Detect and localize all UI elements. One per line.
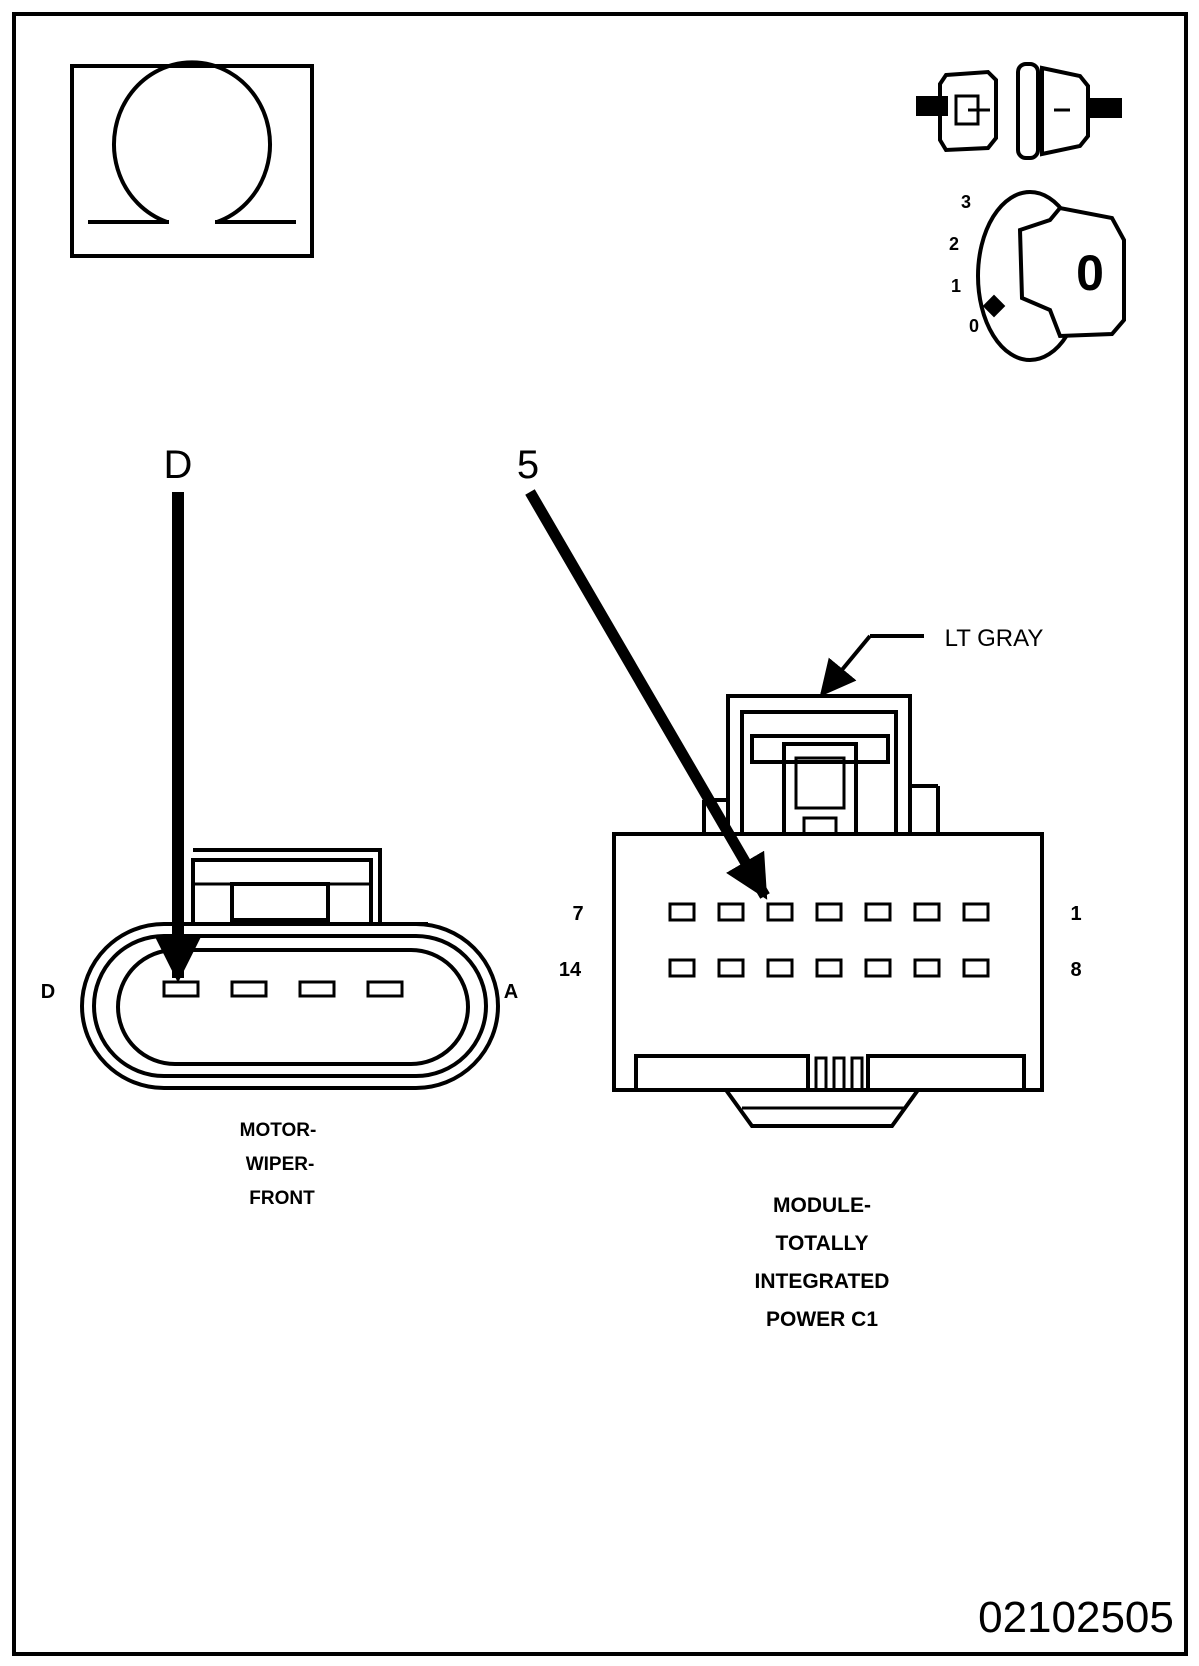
tipm-name-line-2: TOTALLY xyxy=(776,1232,869,1255)
tipm-name-line-4: POWER C1 xyxy=(766,1308,878,1331)
drawing-number: 02102505 xyxy=(978,1593,1174,1642)
tipm-color-label: LT GRAY xyxy=(945,625,1044,652)
wiper-connector-name-line-2: WIPER- xyxy=(246,1154,315,1175)
callout-letter-d: D xyxy=(164,443,193,487)
tipm-pin-6 xyxy=(717,902,745,922)
ignition-position-3: 3 xyxy=(961,192,971,212)
ohm-symbol-icon xyxy=(70,60,314,258)
tipm-pin-5 xyxy=(766,902,794,922)
wiper-pin-a xyxy=(366,980,404,998)
wiper-connector-name-line-3: FRONT xyxy=(249,1188,315,1209)
callout-5-arrow xyxy=(525,489,770,900)
wiper-pin-label-right: A xyxy=(504,981,518,1003)
ignition-position-0: 0 xyxy=(969,316,979,336)
tipm-pin-7 xyxy=(668,902,696,922)
tipm-pin-3 xyxy=(864,902,892,922)
wiper-motor-connector xyxy=(80,848,500,1090)
tipm-pin-4 xyxy=(815,902,843,922)
wiper-pin-d xyxy=(162,980,200,998)
tipm-pin-1 xyxy=(962,902,990,922)
wiper-pin-b xyxy=(298,980,336,998)
wiper-pin-label-left: D xyxy=(41,981,55,1003)
wiper-connector-name-line-1: MOTOR- xyxy=(240,1120,317,1141)
tipm-pin-2 xyxy=(913,902,941,922)
tipm-row1-left-label: 7 xyxy=(572,903,583,925)
tipm-pin-13 xyxy=(717,958,745,978)
tipm-row1-right-label: 1 xyxy=(1070,903,1081,925)
tipm-name-line-1: MODULE- xyxy=(773,1194,871,1217)
ignition-key-off-icon: 0 3 2 1 0 xyxy=(949,190,1126,362)
tipm-pin-9 xyxy=(913,958,941,978)
ignition-position-1: 1 xyxy=(951,276,961,296)
tipm-pin-14 xyxy=(668,958,696,978)
tipm-row2-right-label: 8 xyxy=(1070,959,1081,981)
tipm-row2-left-label: 14 xyxy=(559,959,582,981)
tipm-c1-connector xyxy=(612,634,1044,1128)
connector-disconnect-icon xyxy=(916,62,1122,160)
page-border xyxy=(12,12,1188,1656)
ignition-key-label: 0 xyxy=(1076,245,1104,301)
tipm-pin-10 xyxy=(864,958,892,978)
tipm-name-line-3: INTEGRATED xyxy=(755,1270,890,1293)
wiper-pin-c xyxy=(230,980,268,998)
ignition-position-2: 2 xyxy=(949,234,959,254)
tipm-pin-11 xyxy=(815,958,843,978)
tipm-pin-12 xyxy=(766,958,794,978)
tipm-pin-8 xyxy=(962,958,990,978)
callout-number-5: 5 xyxy=(517,443,539,487)
